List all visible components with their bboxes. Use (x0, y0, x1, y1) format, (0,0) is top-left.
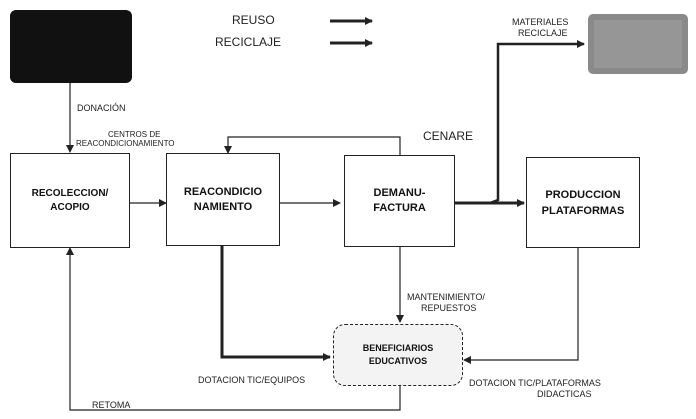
label-dotacion-plataformas-line2: DIDACTICAS (537, 389, 592, 399)
source-block (10, 10, 132, 83)
box-beneficiarios-educativos: BENEFICIARIOS EDUCATIVOS (333, 324, 463, 386)
label-mantenimiento-line2: REPUESTOS (421, 303, 477, 313)
produccion-to-beneficiarios-arrow (463, 248, 579, 364)
demanu-to-materiales-arrow (489, 40, 585, 205)
box-recoleccion-acopio: RECOLECCION/ ACOPIO (10, 153, 130, 248)
reacond-to-beneficiarios-arrow (220, 246, 331, 361)
box-demanufactura-label: DEMANU- FACTURA (373, 187, 426, 214)
retoma-arrow (66, 247, 401, 411)
legend-reuse-label: REUSO (232, 13, 275, 27)
label-donacion: DONACIÓN (77, 103, 126, 113)
legend-recycle-label: RECICLAJE (215, 35, 282, 49)
box-produccion-label: PRODUCCION PLATAFORMAS (541, 188, 625, 217)
label-materiales-line2: RECICLAJE (518, 28, 568, 38)
label-cenare: CENARE (423, 129, 474, 143)
box-demanufactura: DEMANU- FACTURA (344, 155, 455, 247)
label-mantenimiento-line1: MANTENIMIENTO/ (407, 292, 485, 302)
box-recoleccion-label: RECOLECCION/ ACOPIO (31, 187, 109, 213)
label-centros-line2: REACONDICIONAMIENTO (76, 139, 175, 148)
label-centros-line1: CENTROS DE (108, 130, 161, 139)
box-reacondicionamiento-label: REACONDICIO NAMIENTO (183, 185, 263, 213)
demanu-to-reacond-loop (224, 136, 401, 155)
label-materiales-line1: MATERIALES (512, 17, 569, 27)
label-dotacion-equipos: DOTACION TIC/EQUIPOS (198, 375, 306, 385)
box-produccion-plataformas: PRODUCCION PLATAFORMAS (526, 157, 640, 248)
box-beneficiarios-label: BENEFICIARIOS EDUCATIVOS (362, 343, 434, 366)
box-reacondicionamiento: REACONDICIO NAMIENTO (166, 153, 280, 246)
label-dotacion-plataformas-line1: DOTACION TIC/PLATAFORMAS (469, 378, 601, 388)
label-retoma: RETOMA (92, 400, 131, 410)
